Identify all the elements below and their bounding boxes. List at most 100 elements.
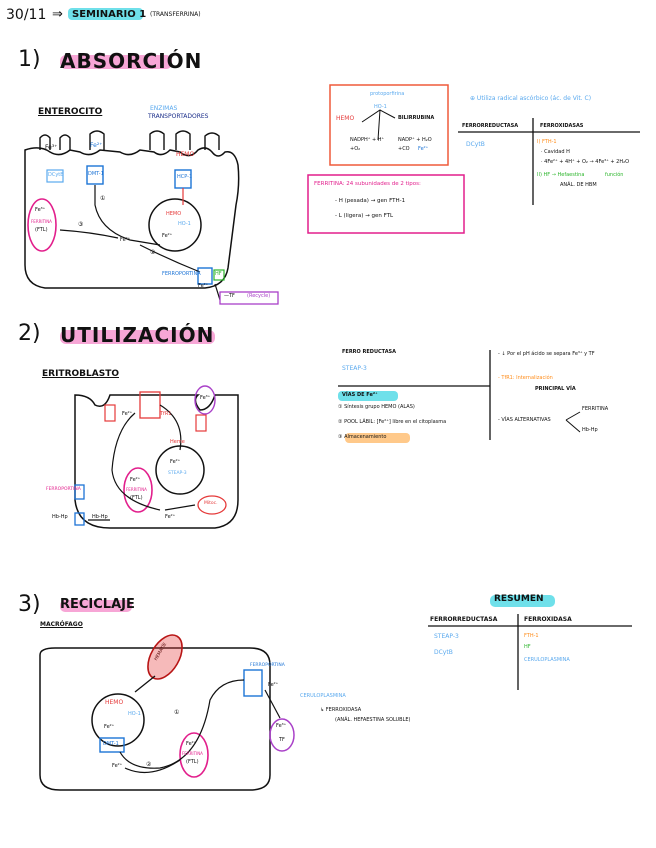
s1-fe2-out: Fe²⁺ [198, 283, 209, 289]
hemo-box-nadph: NADPH⁺ + H⁺ [350, 137, 385, 143]
table1-fo-l4b: función [605, 172, 624, 178]
hemo-box-bili: BILIRRUBINA [398, 115, 435, 121]
table1-fr-head: FERRORREDUCTASA [462, 123, 519, 129]
table1-fo-l2: · Cavidad H [541, 149, 570, 155]
arrow-to-ferritin [59, 229, 119, 239]
s1-ferritin-ftl: (FTL) [35, 227, 48, 233]
table1-fo-l3: · 4Fe²⁺ + 4H⁺ + O₂ → 4Fe³⁺ + 2H₂O [541, 159, 630, 165]
s3-cerulo-l2: (ANÁL. HEFAESTINA SOLUBLE) [335, 717, 411, 723]
ferritina-box-l2: - H (pesada) → gen FTH-1 [335, 198, 406, 204]
arrow-fe-out [214, 283, 221, 301]
s1-dcytb: DCytB [48, 172, 64, 178]
s3-ho1: HO-1 [128, 711, 141, 717]
tfr1-receptor [139, 391, 161, 419]
s3-number: 3) [18, 592, 41, 617]
s2-ferro-head: FERRO REDUCTASA [342, 349, 397, 355]
s2-ferritin-label: FERRITINA [126, 487, 147, 492]
ferritin-oval-3 [179, 732, 209, 778]
tf-oval-2 [194, 385, 216, 415]
erythroblast-nucleus [155, 445, 205, 495]
s3-circle-2: ② [146, 761, 152, 768]
s1-circle-2: ② [150, 249, 156, 256]
s2-cell-label: ERITROBLASTO [42, 369, 119, 379]
title-highlight-2 [60, 330, 215, 344]
s3-cerulo-l1: ↳ FERROXIDASA [320, 707, 362, 713]
s2-steap-small: STEAP-3 [168, 471, 187, 476]
s3-circle-1: ① [174, 709, 180, 716]
microvilli [39, 130, 220, 150]
s1-fe3: Fe³⁺ [45, 144, 58, 151]
s2-right-2: - TfR1: Internalización [498, 375, 553, 381]
dmt1-transporter [86, 165, 104, 185]
s2-vias: VÍAS DE Fe²⁺ [342, 392, 378, 398]
s2-via-2: ② POOL LÁBIL: [Fe²⁺] libre en el citopla… [338, 419, 447, 425]
s2-mito: Mitoc. [204, 501, 218, 506]
s2-title: UTILIZACIÓN [60, 323, 215, 347]
s3-dmt1: DMT-1 [103, 741, 119, 747]
s1-dmt1: DMT-1 [88, 171, 104, 177]
vias-highlight [338, 391, 398, 401]
tfr1-receptor-2 [104, 404, 116, 422]
s3-fe2-out: Fe²⁺ [268, 682, 279, 688]
hemo-box-nadp: NADP⁺ + H₂O [398, 137, 432, 143]
s1-ho: HO-1 [178, 221, 191, 227]
ferritin-oval-2 [123, 467, 153, 513]
arrow-to-ferroportin-3 [119, 679, 245, 769]
resumen-highlight [490, 595, 555, 607]
macrophage-outline [39, 647, 271, 791]
dcytb-transporter [46, 169, 64, 183]
header-subtitle: (TRANSFERRINA) [150, 11, 201, 18]
resumen-r3: CERULOPLASMINA [524, 657, 570, 663]
arrow-dmt1-fe [94, 185, 161, 246]
table1-fo-l1: I) FTH-1 [537, 139, 557, 146]
hemo-box [329, 84, 449, 166]
arrow-phagocytosis [134, 675, 156, 693]
s1-circle-1: ① [100, 195, 106, 202]
title-highlight-3 [60, 600, 132, 612]
s1-cell-label: ENTEROCITO [38, 107, 103, 117]
s3-ferritin-label: FERRITINA [182, 751, 203, 756]
dmt1-transporter-3 [99, 737, 125, 753]
s1-enzymes-label: ENZIMAS [150, 105, 178, 112]
s1-tf-note: (Recycle) [247, 293, 271, 299]
s1-circle-3: ③ [78, 221, 84, 228]
s1-hf: HF [215, 271, 222, 277]
hemo-reaction-lines [361, 109, 396, 141]
s3-ferroportina: FERROPORTINA [250, 663, 285, 668]
hephaestin-box [213, 269, 225, 281]
ferroportin-transporter-3 [243, 669, 263, 697]
s2-ferritin-fe: Fe²⁺ [130, 477, 141, 483]
s2-fe2-endo: Fe²⁺ [122, 411, 133, 417]
s2-via-3: ③ Almacenamiento [338, 434, 387, 440]
s2-ferritin-ftl: (FTL) [130, 495, 143, 501]
resumen-h2: FERROXIDASA [524, 616, 572, 623]
title-highlight-1 [60, 55, 172, 69]
s2-number: 2) [18, 321, 41, 346]
s2-steap: STEAP-3 [342, 365, 367, 372]
s2-right-2b: PRINCIPAL VÍA [535, 386, 576, 392]
s1-fe2-apical: Fe²⁺ [90, 142, 103, 149]
ferroportin-transporter-1 [197, 267, 213, 285]
s2-right-1: - ↓ Por el pH ácido se separa Fe³⁺ y TF [498, 351, 595, 357]
arrow-endosome [111, 412, 161, 511]
arrow-to-ferroportin [139, 244, 201, 273]
table1-fo-l5: ANÁL. DE HBM [560, 182, 597, 188]
ferritin-oval-1 [27, 198, 57, 252]
phagosome [91, 693, 145, 747]
s3-title: RECICLAJE [60, 597, 135, 612]
ferritina-box-l3: - L (ligera) → gen FTL [335, 213, 394, 219]
s2-fe2-bottom: Fe²⁺ [165, 514, 176, 520]
s3-cell-label: MACRÓFAGO [40, 621, 83, 628]
s1-tf-label: —TF [224, 293, 235, 299]
s1-ferritin-label: FERRITINA [31, 219, 52, 224]
s1-title: ABSORCIÓN [60, 49, 203, 73]
s2-tfr1: TfR1 [160, 411, 172, 417]
almacenamiento-highlight [345, 433, 410, 443]
header-title: SEMINARIO 1 [72, 9, 147, 20]
s2-right-3: - VÍAS ALTERNATIVAS [498, 417, 551, 423]
s3-ferritin-fe: Fe²⁺ [186, 741, 197, 747]
arrow-to-nucleus [159, 404, 182, 451]
header-highlight [68, 8, 143, 20]
hemo-box-fe: Fe²⁺ [418, 146, 429, 152]
